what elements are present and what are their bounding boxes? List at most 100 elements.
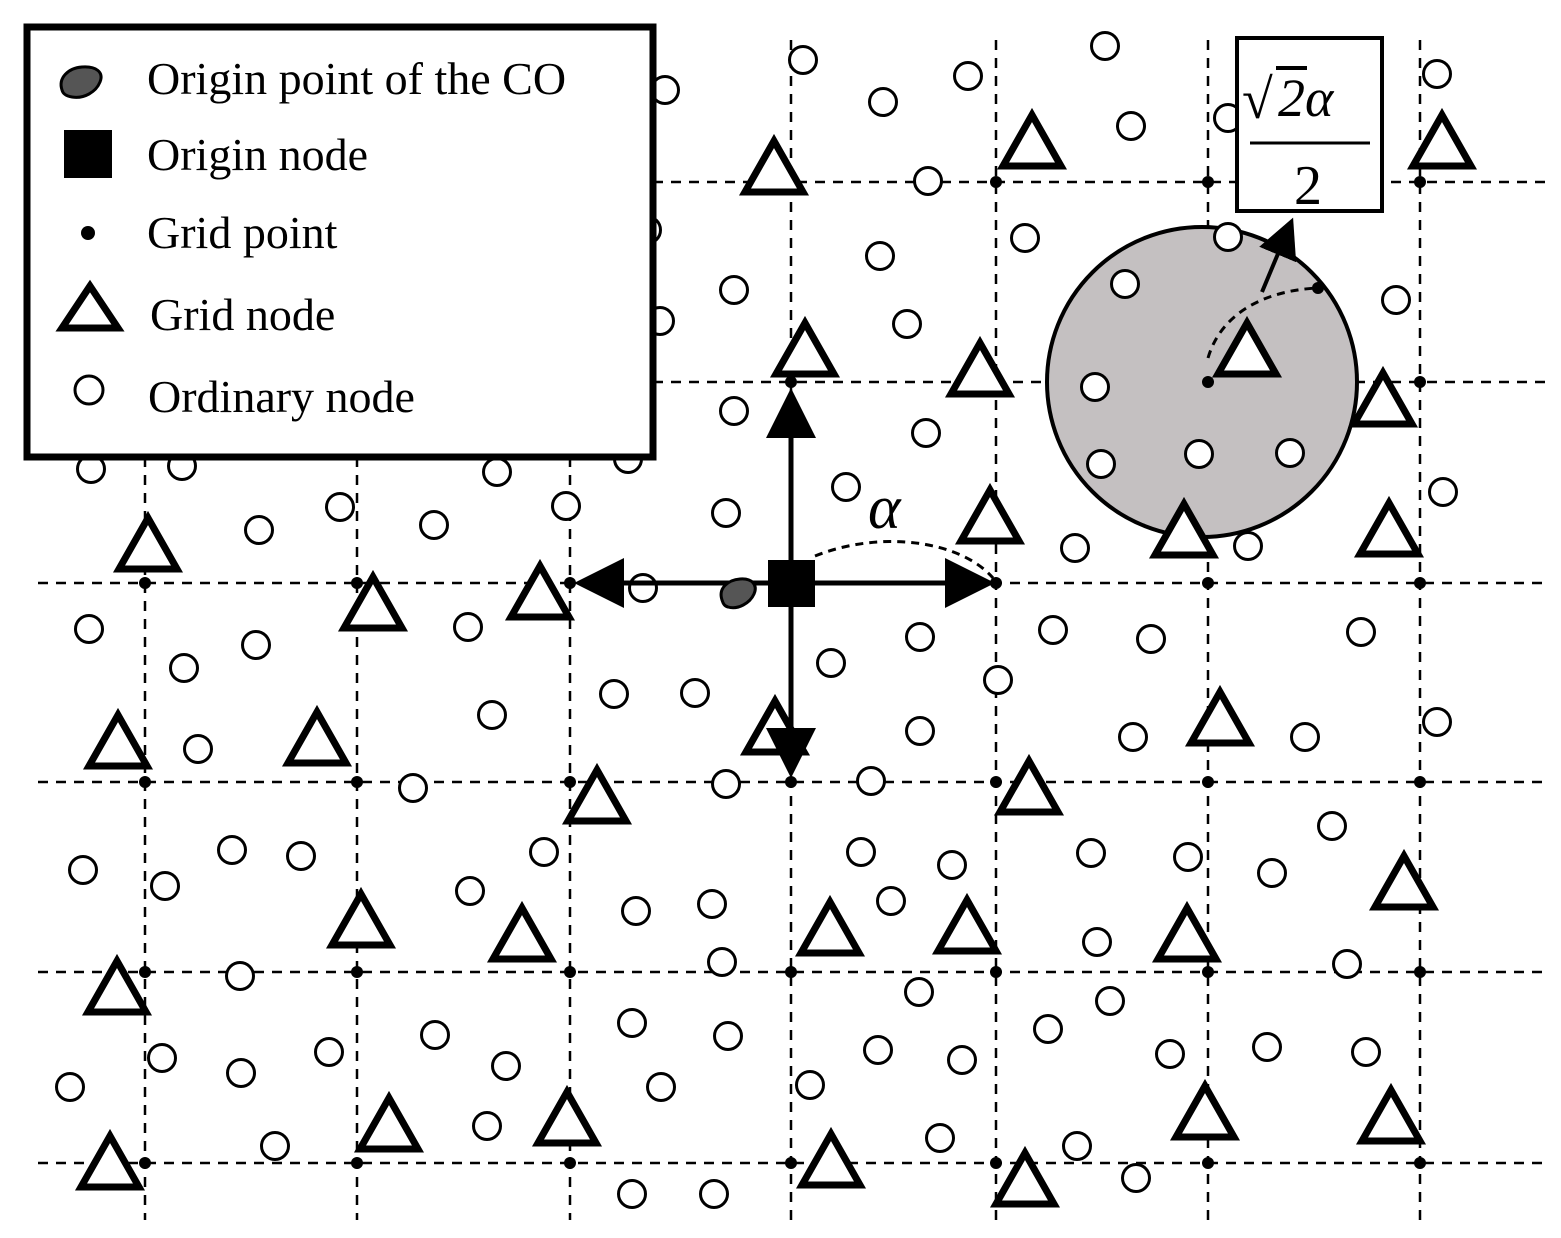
grid-node-triangle	[531, 1084, 603, 1147]
ordinary-node	[55, 1072, 85, 1102]
grid-node-triangle	[1169, 1078, 1241, 1141]
grid-point	[1202, 1157, 1214, 1169]
ordinary-node	[1082, 927, 1112, 957]
grid-point	[351, 776, 363, 788]
radius-formula-box: √ 2α 2	[1235, 36, 1384, 217]
legend: Origin point of the CO Origin node Grid …	[23, 23, 657, 461]
ordinary-node	[1173, 842, 1203, 872]
ordinary-node	[868, 87, 898, 117]
grid-node-triangle	[353, 1090, 425, 1153]
legend-box	[23, 23, 657, 461]
grid-point	[785, 376, 797, 388]
legend-grid-node-icon	[55, 279, 125, 332]
ordinary-node	[621, 896, 651, 926]
co-origin-blob	[719, 577, 757, 610]
radius-arc	[1206, 286, 1319, 359]
ordinary-node	[241, 630, 271, 660]
ordinary-node	[529, 837, 559, 867]
ordinary-node	[491, 1051, 521, 1081]
ordinary-node	[74, 614, 104, 644]
grid-node-triangle	[944, 335, 1016, 398]
ordinary-node	[472, 1111, 502, 1141]
origin-axes	[574, 388, 995, 778]
ordinary-node	[1118, 722, 1148, 752]
grid-node-triangle	[486, 900, 558, 963]
grid-node-triangle	[989, 1145, 1061, 1208]
grid-point	[1414, 176, 1426, 188]
ordinary-node	[1428, 477, 1458, 507]
legend-label-ordinary-node: Ordinary node	[148, 371, 415, 422]
alpha-arc	[814, 540, 995, 579]
alpha-label: α	[868, 474, 902, 542]
ordinary-node	[719, 275, 749, 305]
ordinary-node	[947, 1045, 977, 1075]
ordinary-node	[1062, 1131, 1092, 1161]
grid-nodes	[74, 107, 1478, 1208]
grid-point	[990, 966, 1002, 978]
ordinary-node	[617, 1179, 647, 1209]
ordinary-node	[1095, 986, 1125, 1016]
legend-label-origin-node: Origin node	[147, 129, 368, 180]
grid-node-triangle	[738, 133, 810, 196]
grid-point	[990, 1157, 1002, 1169]
grid-point	[1414, 577, 1426, 589]
legend-ordinary-node-icon	[73, 374, 105, 406]
grid-node-triangle	[1347, 365, 1419, 428]
legend-label-grid-point: Grid point	[147, 207, 338, 258]
grid-point	[1414, 776, 1426, 788]
ordinary-node	[1422, 59, 1452, 89]
ordinary-node	[1257, 858, 1287, 888]
ordinary-node	[599, 679, 629, 709]
ordinary-node	[325, 492, 355, 522]
ordinary-node	[983, 665, 1013, 695]
legend-grid-point-icon	[81, 226, 95, 240]
ordinary-node	[150, 871, 180, 901]
radius-end-point	[1312, 282, 1324, 294]
grid-node-triangle	[794, 894, 866, 957]
grid-point	[1414, 1157, 1426, 1169]
grid-point	[564, 577, 576, 589]
ordinary-node	[1275, 438, 1305, 468]
ordinary-node	[419, 510, 449, 540]
ordinary-node	[1060, 533, 1090, 563]
grid-point	[990, 776, 1002, 788]
ordinary-node	[628, 573, 658, 603]
grid-node-triangle	[81, 953, 153, 1016]
grid-node-triangle	[74, 1128, 146, 1191]
ordinary-node	[1213, 222, 1243, 252]
legend-co-blob-icon	[59, 65, 103, 99]
ordinary-node	[1422, 707, 1452, 737]
ordinary-node	[482, 457, 512, 487]
ordinary-node	[314, 1037, 344, 1067]
grid-node-triangle	[1368, 848, 1440, 911]
ordinary-node	[398, 773, 428, 803]
grid-node-triangle	[1406, 107, 1478, 170]
grid-point	[785, 1157, 797, 1169]
ordinary-node	[68, 855, 98, 885]
ordinary-node	[217, 835, 247, 865]
ordinary-node	[1076, 838, 1106, 868]
ordinary-node	[551, 491, 581, 521]
ordinary-node	[913, 166, 943, 196]
ordinary-node	[183, 734, 213, 764]
ordinary-node	[711, 498, 741, 528]
grid-node-triangle	[795, 1126, 867, 1189]
grid-point	[1202, 376, 1214, 388]
grid-point	[139, 966, 151, 978]
formula-sqrt-symbol: √	[1242, 69, 1273, 131]
ordinary-node	[697, 889, 727, 919]
ordinary-node	[1080, 372, 1110, 402]
grid-node-triangle	[1148, 496, 1220, 559]
grid-node-triangle	[1184, 684, 1256, 747]
grid-point	[1414, 376, 1426, 388]
ordinary-node	[244, 515, 274, 545]
ordinary-node	[680, 678, 710, 708]
ordinary-node	[788, 45, 818, 75]
ordinary-node	[226, 1058, 256, 1088]
ordinary-node	[420, 1020, 450, 1050]
grid-node-triangle	[504, 558, 576, 621]
ordinary-node	[711, 769, 741, 799]
grid-node-triangle	[112, 510, 184, 573]
grid-point	[1414, 966, 1426, 978]
